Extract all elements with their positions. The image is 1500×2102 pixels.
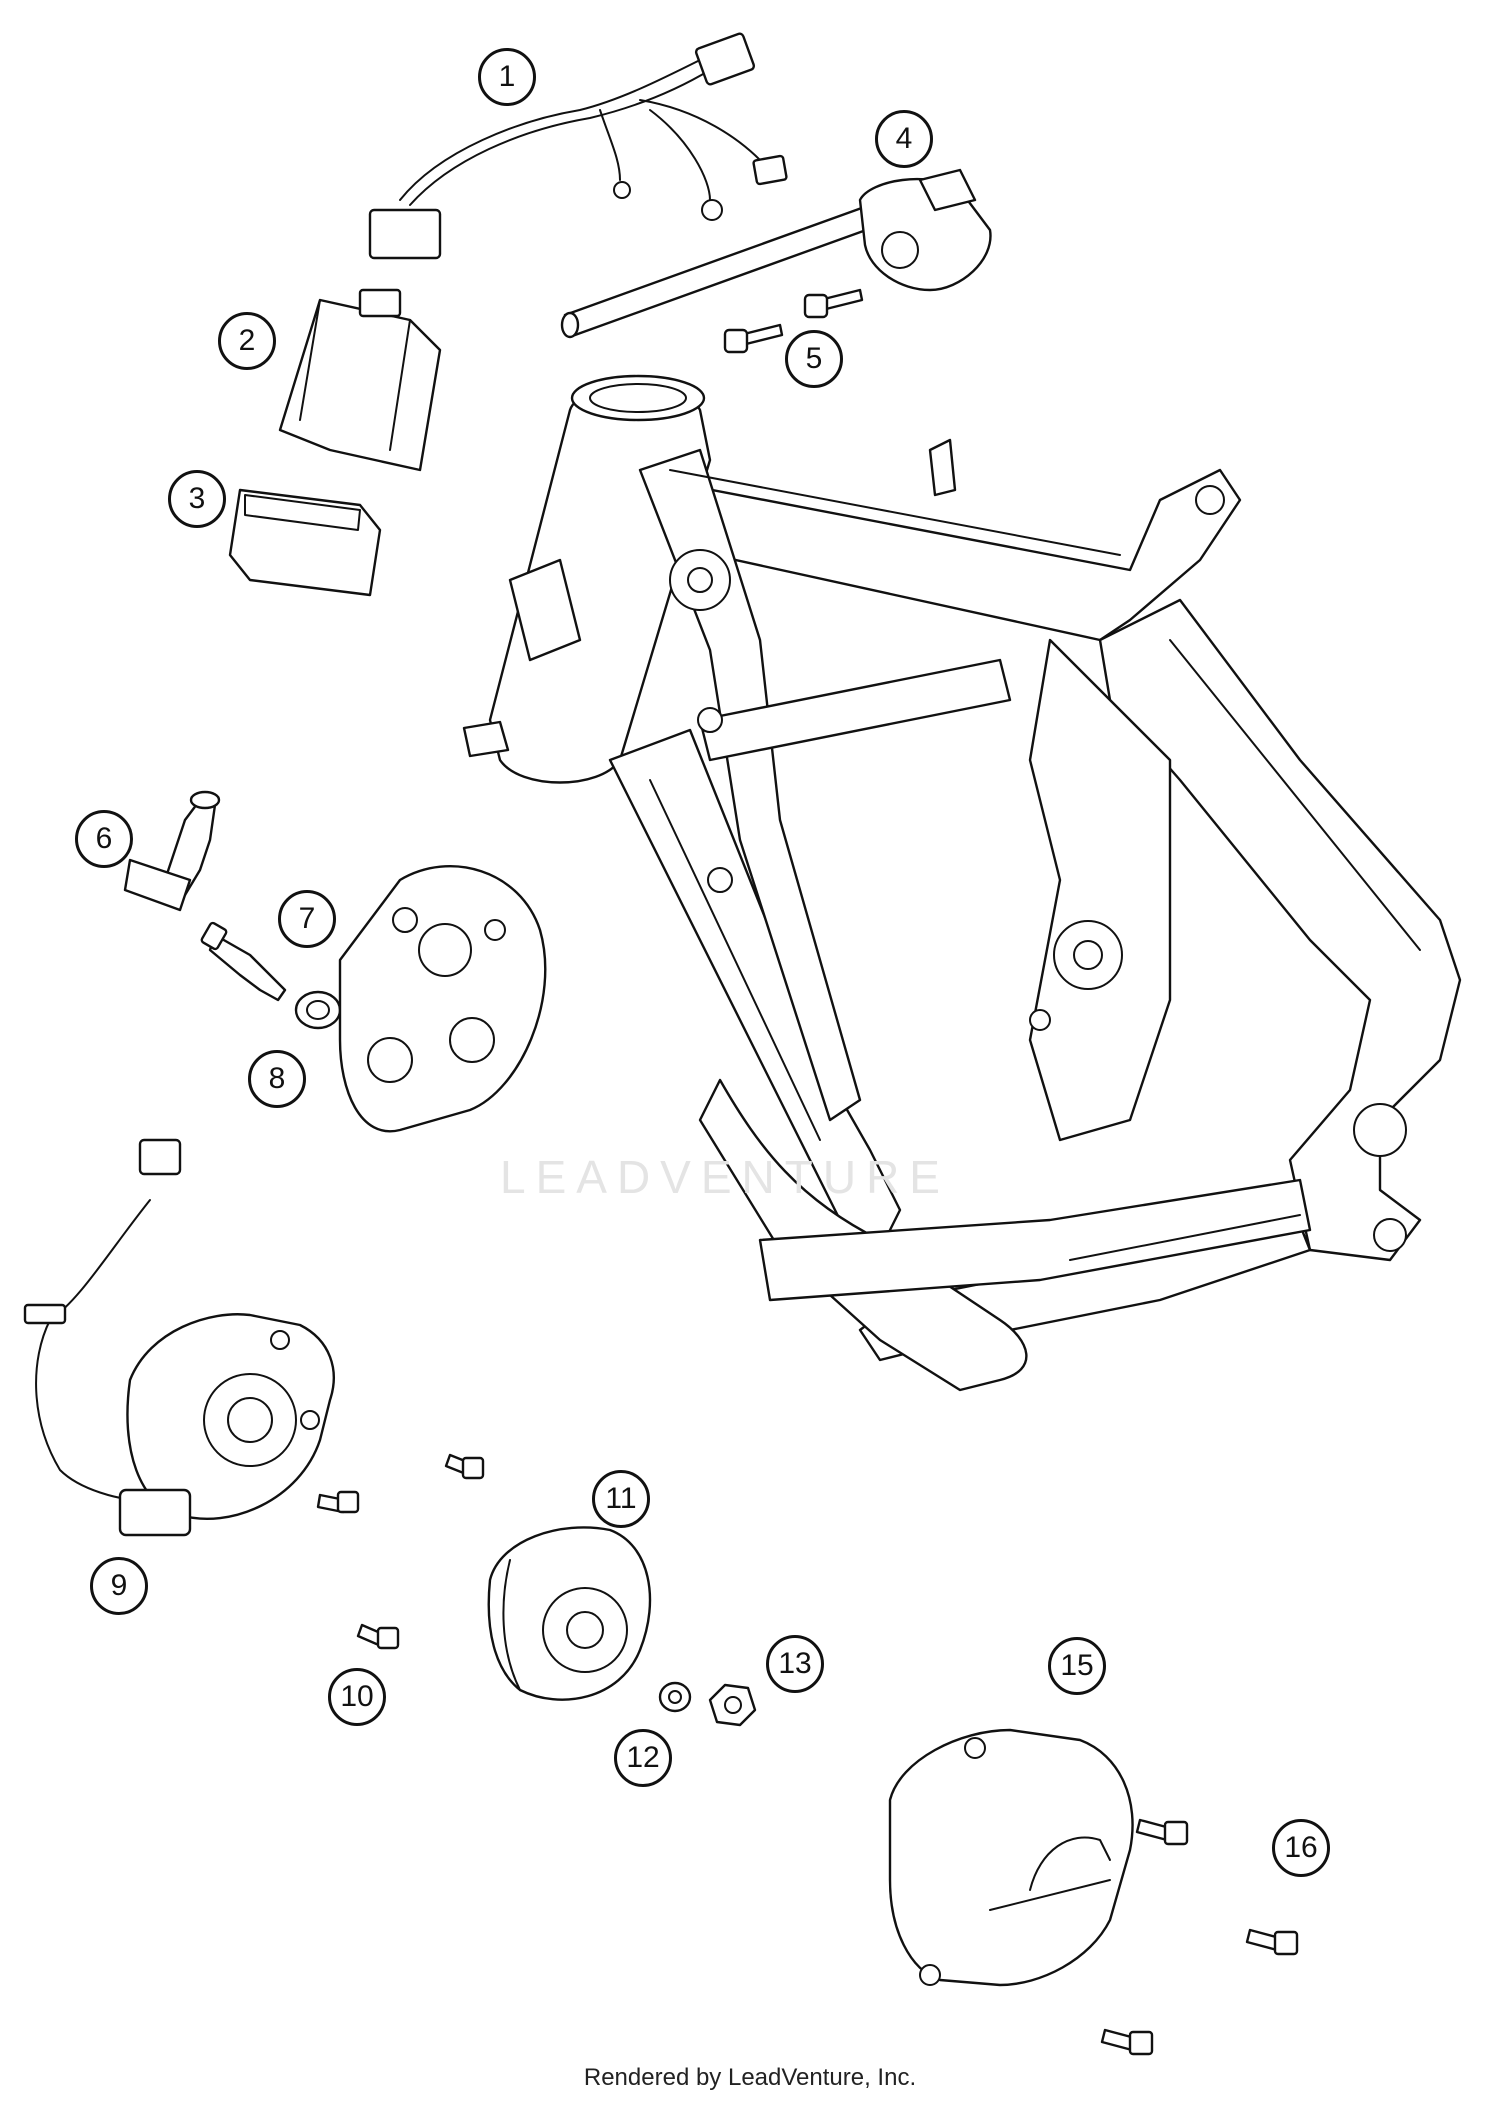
spark-plug-drawing [200, 921, 287, 1002]
callout-12: 12 [614, 1729, 672, 1787]
callout-3: 3 [168, 470, 226, 528]
callout-1: 1 [478, 48, 536, 106]
ignition-cover-drawing [888, 1728, 1134, 1987]
cover-screws-drawing [1100, 1818, 1299, 2056]
nut-drawing [708, 1683, 757, 1727]
spark-plug-connector-drawing [123, 790, 221, 912]
washer-drawing [658, 1681, 692, 1713]
callout-13: 13 [766, 1635, 824, 1693]
cdi-unit-drawing [278, 288, 442, 472]
stator-screws-drawing [316, 1453, 485, 1650]
callout-8: 8 [248, 1050, 306, 1108]
callout-10: 10 [328, 1668, 386, 1726]
rotor-drawing [487, 1526, 652, 1701]
callout-15: 15 [1048, 1637, 1106, 1695]
callout-11: 11 [592, 1470, 650, 1528]
footer-credit: Rendered by LeadVenture, Inc. [583, 2064, 917, 2091]
stator-drawing [23, 1138, 335, 1537]
sealing-ring-drawing [294, 990, 342, 1030]
callout-16: 16 [1272, 1819, 1330, 1877]
watermark-text: LEADVENTURE [500, 1151, 950, 1203]
coil-bolts-drawing [723, 288, 864, 354]
rubber-holder-drawing [228, 488, 382, 597]
callout-9: 9 [90, 1557, 148, 1615]
callout-2: 2 [218, 312, 276, 370]
callout-4: 4 [875, 110, 933, 168]
callout-6: 6 [75, 810, 133, 868]
wiring-harness-drawing [368, 32, 788, 260]
frame-drawing [462, 374, 1462, 1392]
callout-7: 7 [278, 890, 336, 948]
cylinder-head-drawing [338, 865, 547, 1133]
ignition-coil-drawing [560, 168, 992, 339]
callout-5: 5 [785, 330, 843, 388]
